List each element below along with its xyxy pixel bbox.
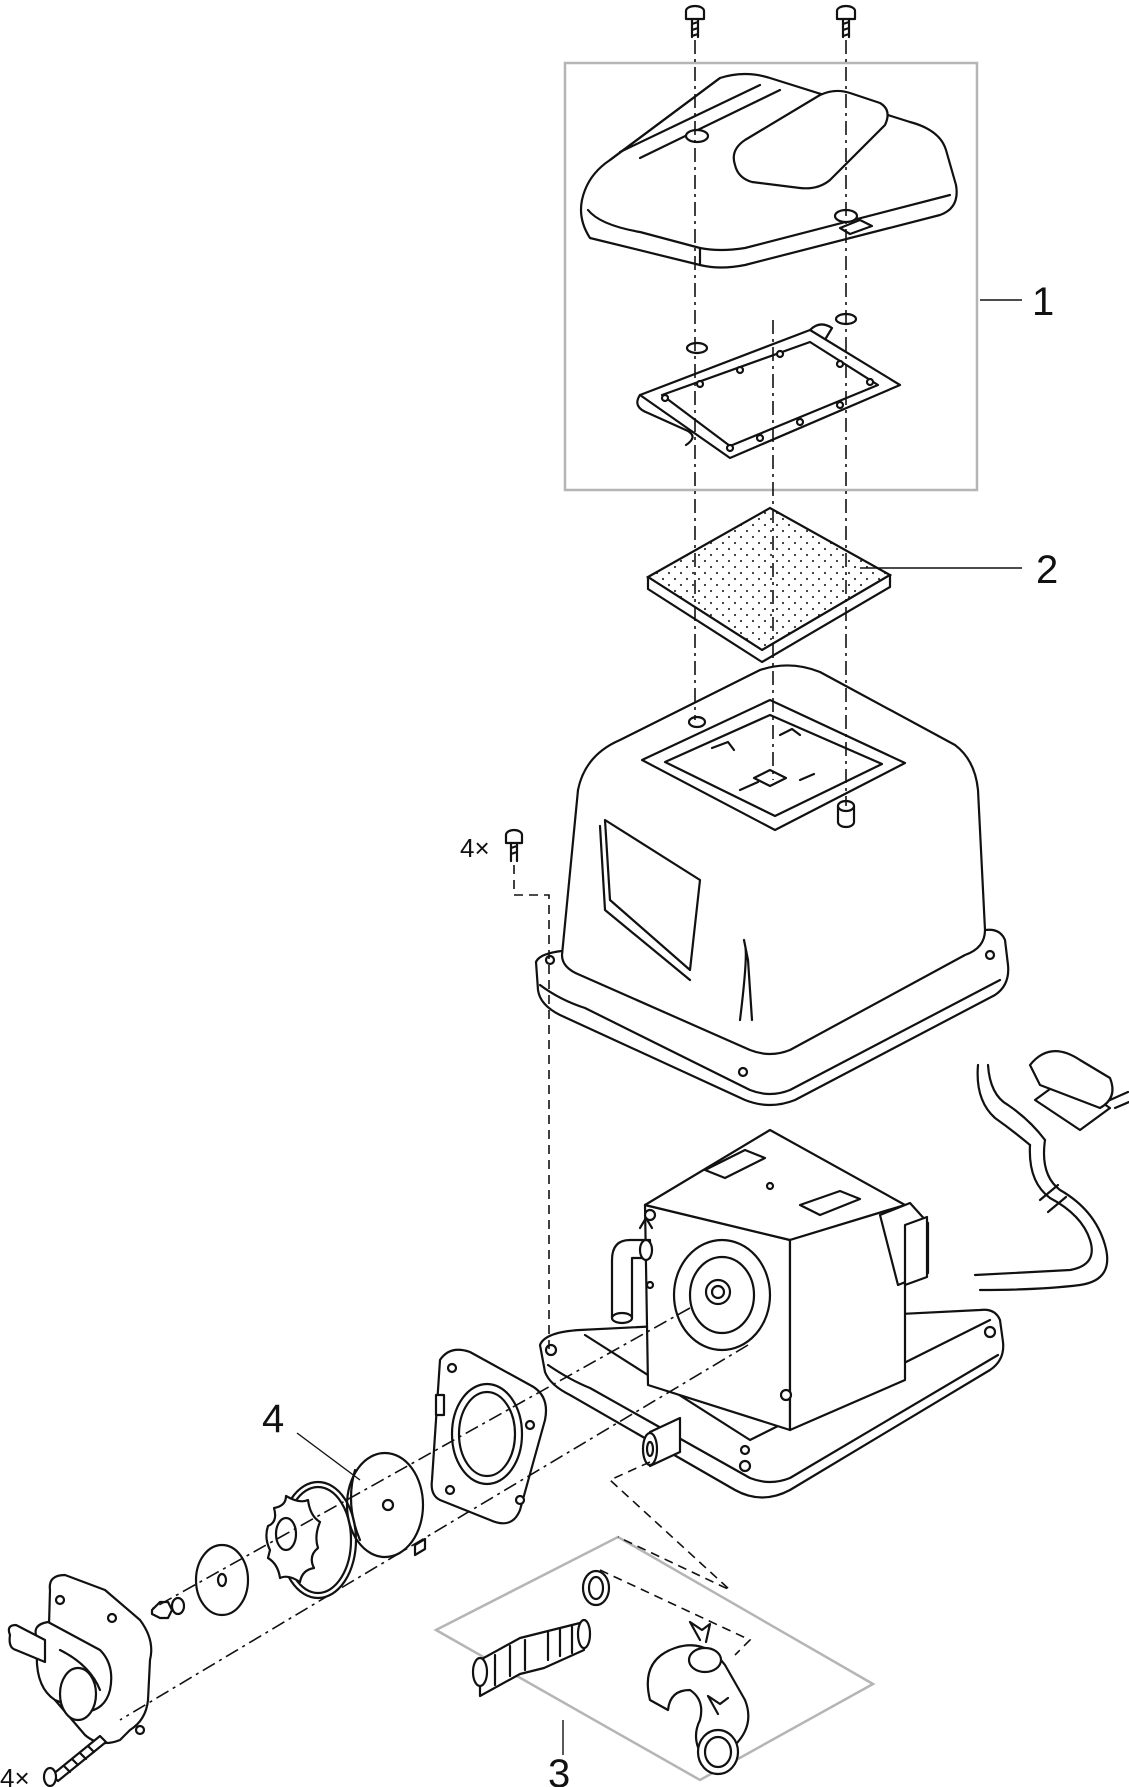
hose-piece [646,1620,750,1776]
chamber-head [7,1573,153,1745]
hose-connector-kit: 3 [433,1535,876,1787]
hose-seal-ring [581,1569,611,1607]
pump-housing: 4× [460,664,1010,1107]
assembly-axis-lines [119,40,847,1721]
quantity-housing-screws: 4× [460,833,490,863]
cover-assembly: 1 [563,4,1054,492]
cover-assembly-frame [563,61,979,492]
hex-nut [150,1600,174,1620]
cover-screw-left [684,4,706,39]
cover-gasket [636,323,902,460]
small-washer [170,1596,186,1616]
diaphragm-set: 4 [150,1348,548,1620]
flat-washer [194,1543,250,1617]
washer-left [685,341,709,355]
hose-nozzle [471,1618,592,1698]
callout-label-1: 1 [1032,280,1054,324]
chamber-screw [42,1734,108,1787]
top-cover [579,72,958,269]
quantity-chamber-screws: 4× [0,1763,30,1787]
callout-label-2: 2 [1036,548,1058,592]
diaphragm-disk [345,1451,427,1559]
housing-screw [504,828,524,863]
power-cable-plug [973,1050,1129,1292]
star-washer [265,1494,322,1584]
callout-label-4: 4 [262,1397,284,1441]
chamber-flange [430,1348,548,1525]
filter-foam-pad [645,506,893,652]
callout-label-3: 3 [548,1752,570,1787]
filter-foam: 2 [645,506,1058,664]
hose-kit-frame [433,1535,876,1782]
motor-base [538,1128,1005,1499]
cover-screw-right [835,4,857,39]
